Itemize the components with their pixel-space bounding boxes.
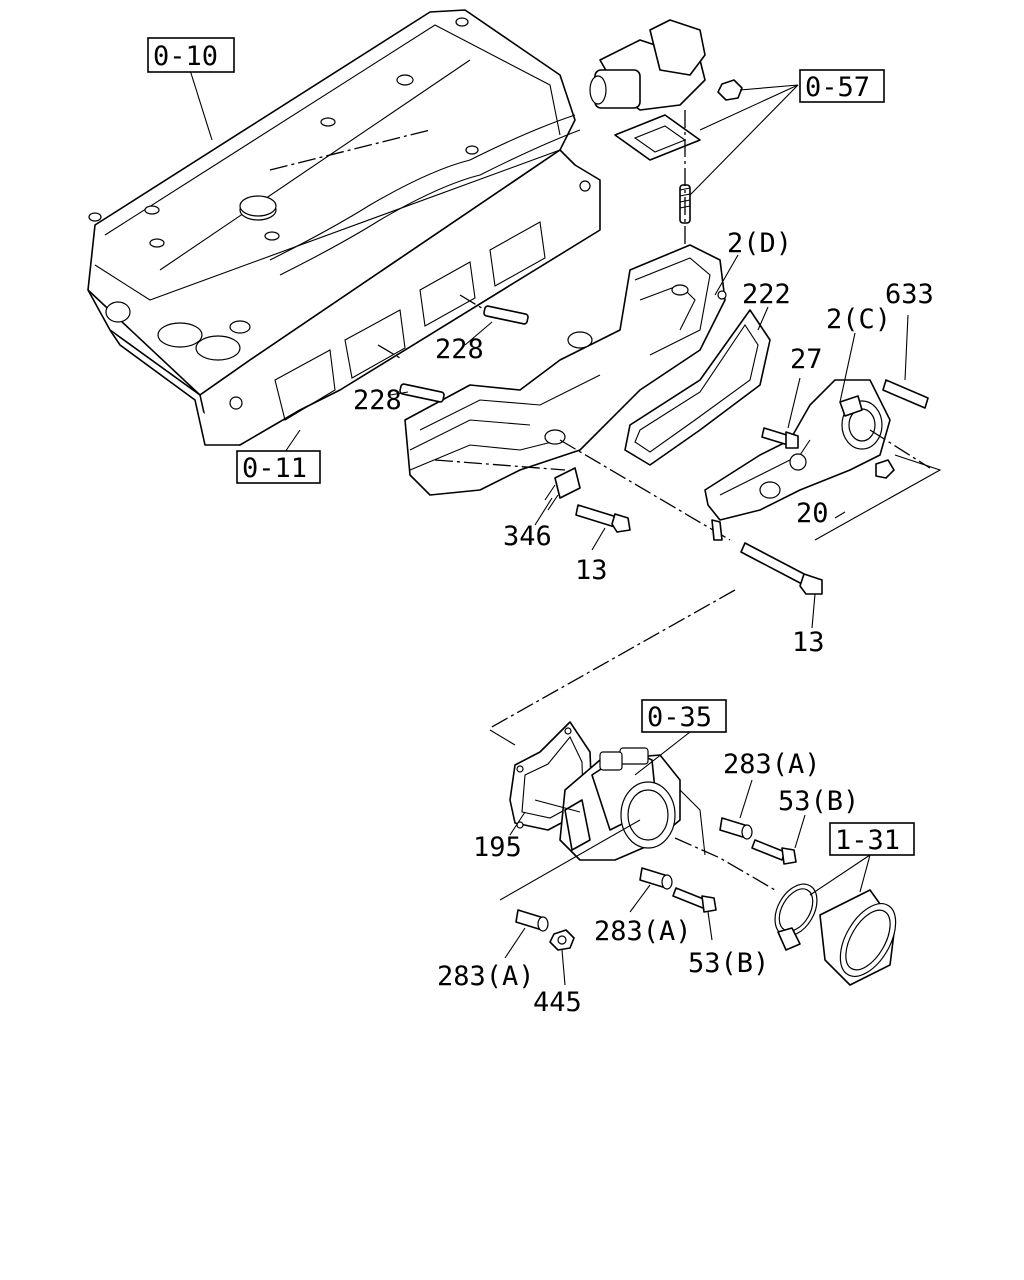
callout-53b-top[interactable]: 53(B)	[778, 786, 859, 817]
throttle-body-assembly	[489, 721, 776, 901]
air-hose-assembly	[774, 854, 897, 986]
svg-text:1-31: 1-31	[835, 825, 900, 856]
callout-27[interactable]: 27	[790, 344, 823, 375]
callout-2d[interactable]: 2(D)	[727, 228, 792, 259]
callout-228-lower[interactable]: 228	[353, 385, 402, 416]
callout-53b-mid[interactable]: 53(B)	[688, 948, 769, 979]
callout-195[interactable]: 195	[473, 832, 522, 863]
ref-0-57[interactable]: 0-57	[799, 69, 885, 103]
callout-228-upper[interactable]: 228	[435, 334, 484, 365]
ref-1-31[interactable]: 1-31	[829, 822, 915, 856]
callout-222[interactable]: 222	[742, 279, 791, 310]
fasteners	[504, 779, 806, 986]
ref-0-35[interactable]: 0-35	[641, 699, 727, 733]
callout-283a-top[interactable]: 283(A)	[723, 749, 821, 780]
callout-445[interactable]: 445	[533, 987, 582, 1018]
callout-283a-mid[interactable]: 283(A)	[594, 916, 692, 947]
egr-valve-assembly	[589, 19, 799, 250]
callout-2c[interactable]: 2(C)	[826, 304, 891, 335]
intake-pipe	[489, 314, 942, 729]
svg-text:0-57: 0-57	[805, 72, 870, 103]
callout-346[interactable]: 346	[503, 521, 552, 552]
callout-13-short[interactable]: 13	[575, 555, 608, 586]
svg-text:0-35: 0-35	[647, 702, 712, 733]
intake-manifold	[377, 244, 771, 551]
callout-20[interactable]: 20	[796, 498, 829, 529]
svg-text:0-11: 0-11	[242, 453, 307, 484]
callout-283a-low[interactable]: 283(A)	[437, 961, 535, 992]
ref-0-11[interactable]: 0-11	[236, 450, 321, 484]
cylinder-head-assembly	[87, 9, 601, 456]
svg-text:0-10: 0-10	[153, 41, 218, 72]
callout-633[interactable]: 633	[885, 279, 934, 310]
callout-13-long[interactable]: 13	[792, 627, 825, 658]
ref-0-10[interactable]: 0-10	[147, 37, 235, 73]
